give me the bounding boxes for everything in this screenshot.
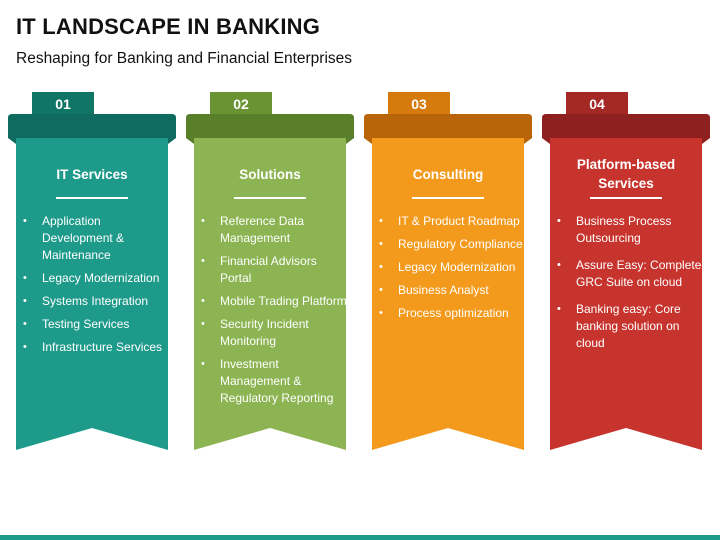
page-subtitle: Reshaping for Banking and Financial Ente… [16, 50, 353, 67]
card-heading: Platform-based Services [576, 157, 676, 191]
card-heading: Solutions [239, 166, 301, 182]
list-item: Banking easy: Core banking solution on c… [554, 301, 706, 352]
list-item: IT & Product Roadmap [376, 213, 528, 230]
list-item: Assure Easy: Complete GRC Suite on cloud [554, 257, 706, 291]
list-item: Reference Data Management [198, 213, 350, 247]
card-2: 02SolutionsReference Data ManagementFina… [186, 92, 354, 464]
list-item: Regulatory Compliance [376, 236, 528, 253]
number-tab [32, 92, 94, 114]
bottom-accent-bar [0, 535, 720, 540]
heading-underline [56, 197, 128, 199]
number-tab [566, 92, 628, 114]
card-number: 02 [233, 96, 249, 112]
card-band [364, 114, 532, 138]
heading-underline [412, 197, 484, 199]
card-item-list: IT & Product RoadmapRegulatory Complianc… [376, 213, 528, 328]
page-title: IT LANDSCAPE IN BANKING [16, 14, 321, 39]
list-item: Mobile Trading Platform [198, 293, 350, 310]
card-number: 03 [411, 96, 427, 112]
list-item: Security Incident Monitoring [198, 316, 350, 350]
card-band [8, 114, 176, 138]
list-item: Legacy Modernization [376, 259, 528, 276]
list-item: Testing Services [20, 316, 172, 333]
list-item: Financial Advisors Portal [198, 253, 350, 287]
list-item: Business Analyst [376, 282, 528, 299]
card-band [186, 114, 354, 138]
number-tab [210, 92, 272, 114]
card-number: 04 [589, 96, 605, 112]
list-item: Infrastructure Services [20, 339, 172, 356]
card-item-list: Reference Data ManagementFinancial Advis… [198, 213, 350, 413]
card-heading: Consulting [412, 166, 484, 182]
list-item: Process optimization [376, 305, 528, 322]
list-item: Business Process Outsourcing [554, 213, 706, 247]
card-item-list: Application Development & MaintenanceLeg… [20, 213, 172, 362]
list-item: Legacy Modernization [20, 270, 172, 287]
card-number: 01 [55, 96, 71, 112]
card-heading: IT Services [56, 166, 128, 182]
number-tab [388, 92, 450, 114]
heading-underline [234, 197, 306, 199]
card-1: 01 IT ServicesApplication Development & M… [8, 92, 176, 464]
heading-underline [590, 197, 662, 199]
list-item: Investment Management & Regulatory Repor… [198, 356, 350, 407]
card-item-list: Business Process OutsourcingAssure Easy:… [554, 213, 706, 362]
card-band [542, 114, 710, 138]
list-item: Systems Integration [20, 293, 172, 310]
list-item: Application Development & Maintenance [20, 213, 172, 264]
